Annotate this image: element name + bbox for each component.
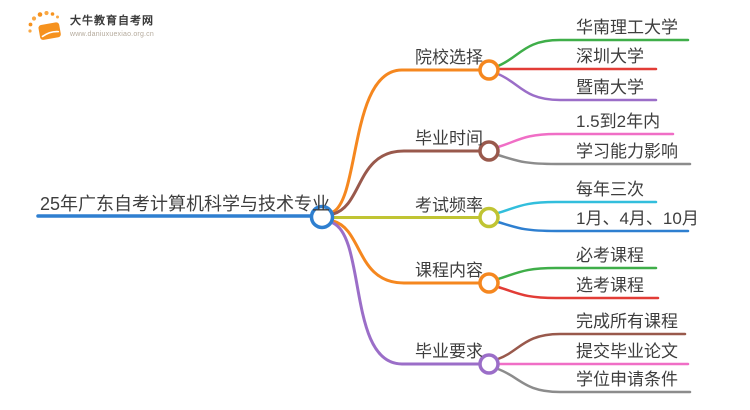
- edge-leaf-scut: [496, 38, 690, 68]
- exam-frequency-node-ring: [478, 206, 500, 229]
- edge-leaf-exam-months: [496, 220, 690, 233]
- book-logo-icon: [28, 11, 61, 40]
- edge-central-to-school-selection: [331, 68, 482, 214]
- edge-central-to-graduation-time: [331, 149, 482, 216]
- leaf-shenzhen-university: 深圳大学: [576, 47, 644, 66]
- leaf-thesis: 提交毕业论文: [576, 342, 678, 361]
- edge-leaf-learning-ability: [496, 153, 692, 166]
- edge-leaf-jinan-university: [496, 72, 658, 102]
- graduation-requirements-node-ring: [478, 353, 500, 375]
- leaf-jinan-university: 暨南大学: [576, 78, 644, 97]
- edge-leaf-elective-courses: [496, 285, 660, 300]
- site-url: www.daniuxuexiao.org.cn: [70, 31, 154, 38]
- leaf-three-times-yearly: 每年三次: [576, 180, 644, 199]
- leaf-learning-ability: 学习能力影响: [576, 142, 678, 161]
- leaf-required-courses: 必考课程: [576, 246, 644, 265]
- central-node-ring: [309, 204, 335, 230]
- leaf-scut: 华南理工大学: [576, 18, 678, 37]
- edge-central-to-graduation-requirements: [331, 221, 482, 366]
- course-content-node-ring: [478, 272, 500, 294]
- leaf-elective-courses: 选考课程: [576, 276, 644, 295]
- leaf-exam-months: 1月、4月、10月: [576, 209, 699, 228]
- branch-exam-frequency: 考试频率: [415, 196, 483, 215]
- leaf-duration: 1.5到2年内: [576, 112, 661, 131]
- edge-leaf-duration: [496, 132, 675, 149]
- school-selection-node-ring: [478, 59, 500, 81]
- graduation-time-node-ring: [478, 140, 500, 162]
- branch-course-content: 课程内容: [415, 261, 483, 280]
- site-name: 大牛教育自考网: [70, 15, 154, 27]
- edge-leaf-degree-conditions: [496, 367, 692, 394]
- leaf-degree-conditions: 学位申请条件: [576, 370, 678, 389]
- branch-graduation-requirements: 毕业要求: [415, 342, 483, 361]
- edge-leaf-required-courses: [496, 266, 658, 281]
- leaf-complete-courses: 完成所有课程: [576, 312, 678, 331]
- central-topic: 25年广东自考计算机科学与技术专业: [40, 194, 331, 214]
- edge-leaf-three-times-yearly: [496, 200, 658, 215]
- site-logo: 大牛教育自考网 www.daniuxuexiao.org.cn: [26, 11, 154, 43]
- branch-school-selection: 院校选择: [415, 48, 483, 67]
- edge-leaf-complete-courses: [496, 332, 687, 361]
- edge-central-to-course-content: [331, 219, 482, 285]
- branch-graduation-time: 毕业时间: [415, 129, 483, 148]
